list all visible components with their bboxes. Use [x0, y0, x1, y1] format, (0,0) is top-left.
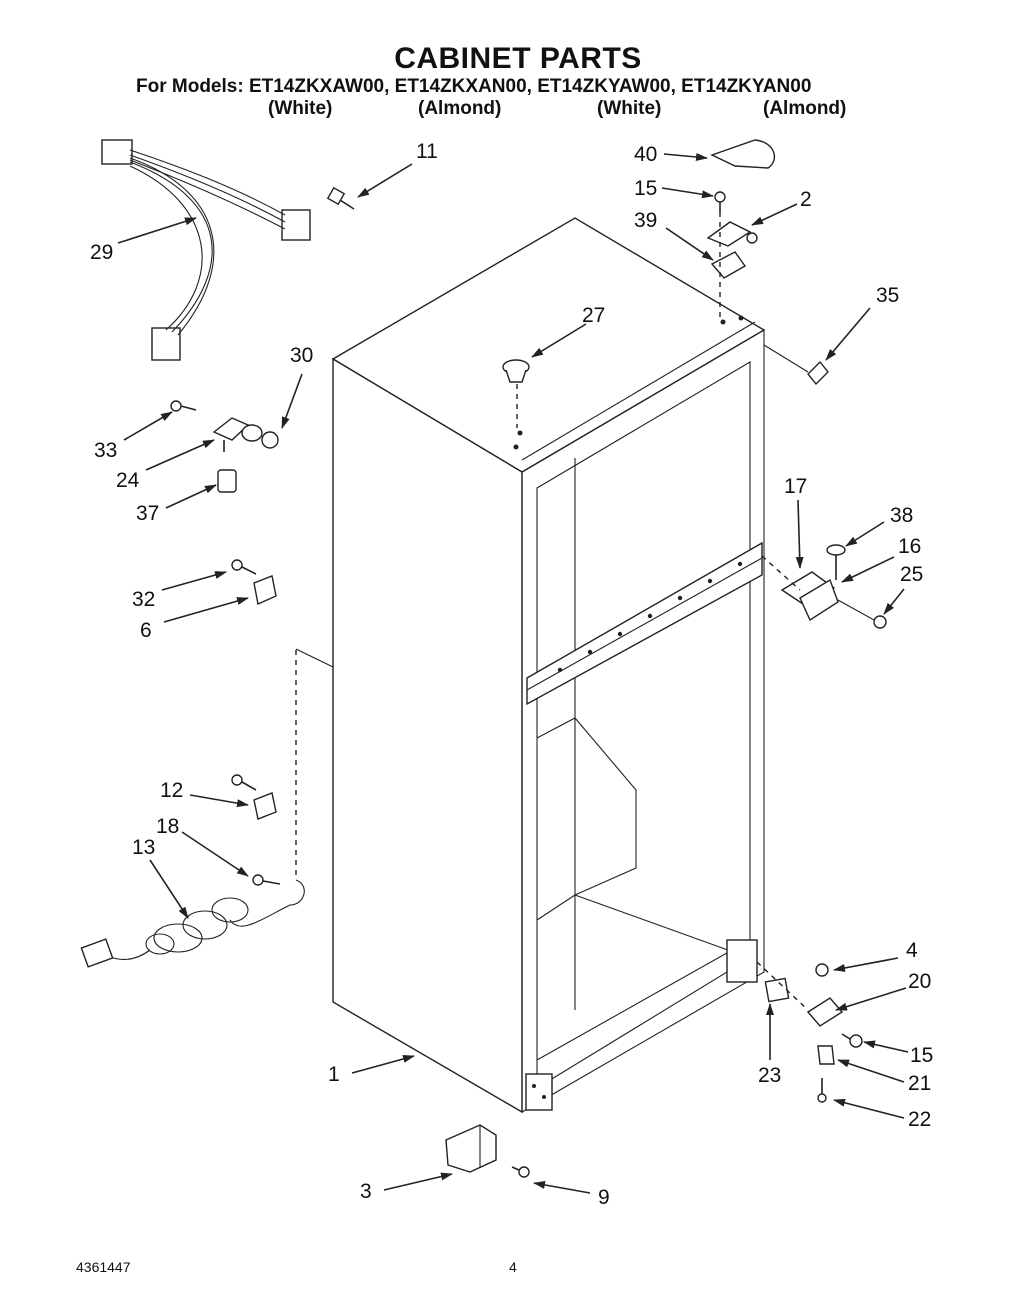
callout-label: 39: [634, 209, 657, 232]
top-plug: [502, 359, 530, 428]
callout-label: 3: [360, 1180, 372, 1203]
callout-label: 24: [116, 469, 140, 492]
center-hinge: [761, 544, 887, 629]
power-cord: [80, 874, 305, 968]
bottom-hinge: [756, 961, 863, 1103]
hinge-cover: [710, 139, 776, 169]
callout-label: 16: [898, 535, 921, 558]
variant-label: (White): [597, 98, 662, 119]
top-hinge: [706, 191, 829, 386]
callout-label: 15: [910, 1044, 933, 1067]
callout-label: 32: [132, 588, 155, 611]
page-title: CABINET PARTS: [394, 42, 642, 75]
callout-label: 2: [800, 188, 812, 211]
callout-label: 17: [784, 475, 807, 498]
callout-label: 4: [906, 939, 918, 962]
valve-bracket-assembly: [170, 400, 279, 493]
callout-label: 9: [598, 1186, 610, 1209]
callout-label: 33: [94, 439, 117, 462]
callout-label: 22: [908, 1108, 931, 1131]
callout-label: 29: [90, 241, 113, 264]
document-number: 4361447: [76, 1259, 131, 1275]
callout-label: 40: [634, 143, 657, 166]
variant-label: (Almond): [763, 98, 847, 119]
callout-label: 18: [156, 815, 179, 838]
callout-label: 6: [140, 619, 152, 642]
callout-label: 11: [416, 140, 438, 163]
screw-11: [326, 186, 355, 210]
leveling-leg: [445, 1124, 530, 1178]
callout-label: 1: [328, 1063, 340, 1086]
variant-label: (White): [268, 98, 333, 119]
models-line: For Models: ET14ZKXAW00, ET14ZKXAN00, ET…: [136, 76, 812, 97]
cabinet-shell: [295, 217, 766, 1114]
leader-lines: [117, 152, 909, 1194]
callout-label: 23: [758, 1064, 781, 1087]
callout-label: 38: [890, 504, 913, 527]
callout-label: 12: [160, 779, 183, 802]
callout-label: 21: [908, 1072, 931, 1095]
wire-harness: [101, 139, 311, 361]
callout-label: 15: [634, 177, 657, 200]
callout-label: 27: [582, 304, 605, 327]
callout-label: 25: [900, 563, 923, 586]
page-number: 4: [509, 1259, 517, 1275]
clamp-12: [231, 774, 277, 820]
callout-label: 37: [136, 502, 159, 525]
callout-label: 20: [908, 970, 931, 993]
callout-labels: 11 29 40 15 2 39 35 27 30 33 24 37 17 38…: [90, 140, 933, 1209]
variant-label: (Almond): [418, 98, 502, 119]
callout-label: 13: [132, 836, 155, 859]
callout-label: 35: [876, 284, 899, 307]
callout-label: 30: [290, 344, 313, 367]
clamp-6: [231, 559, 277, 605]
